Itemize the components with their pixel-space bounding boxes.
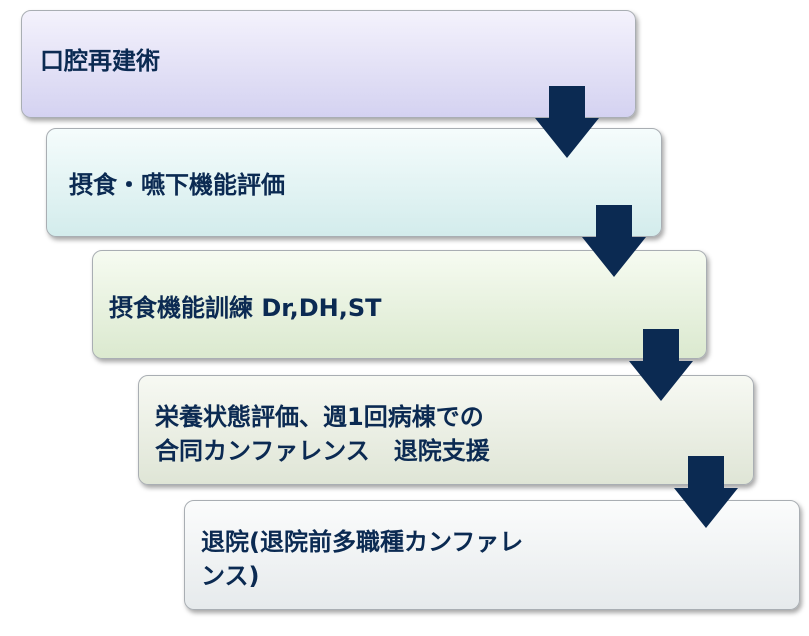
flow-step-oral-reconstruction: 口腔再建術 (21, 10, 636, 118)
down-arrow-icon (582, 205, 646, 277)
flow-step-label: 口腔再建術 (40, 47, 160, 75)
flow-step-discharge: 退院(退院前多職種カンファレ ンス) (184, 500, 800, 610)
flow-step-label: 摂食機能訓練 Dr,DH,ST (109, 293, 382, 322)
down-arrow-icon (535, 86, 599, 158)
flow-step-label: 摂食・嚥下機能評価 (69, 170, 285, 199)
down-arrow-icon (629, 329, 693, 401)
flow-step-swallowing-evaluation: 摂食・嚥下機能評価 (46, 128, 662, 237)
flow-step-nutrition-conference: 栄養状態評価、週1回病棟での 合同カンファレンス 退院支援 (138, 375, 754, 485)
flow-step-label: 退院(退院前多職種カンファレ ンス) (201, 528, 524, 590)
flow-step-feeding-training: 摂食機能訓練 Dr,DH,ST (92, 250, 707, 359)
flow-step-label: 栄養状態評価、週1回病棟での 合同カンファレンス 退院支援 (155, 403, 490, 465)
down-arrow-icon (674, 456, 738, 528)
